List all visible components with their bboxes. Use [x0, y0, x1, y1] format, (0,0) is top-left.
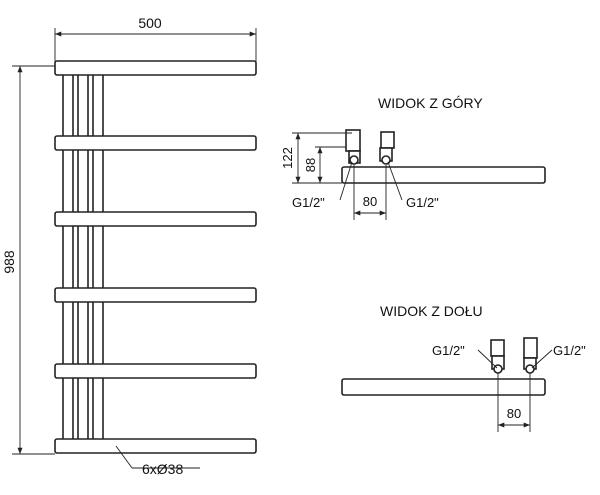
tube-callout-label: 6xØ38 [142, 461, 183, 477]
dimension-122-label: 122 [280, 147, 295, 169]
vertical-tube [92, 69, 104, 451]
vertical-tube [62, 69, 74, 451]
bottom-view-valve-left [490, 339, 505, 357]
top-view: WIDOK Z GÓRY 122 88 80 G1/2" G1/2" [280, 95, 546, 220]
vertical-tube [77, 69, 89, 451]
radiator-bar [54, 135, 257, 151]
bottom-thread-left-leader [477, 349, 498, 369]
top-view-valve-right [380, 131, 395, 149]
dimension-88-label: 88 [303, 158, 318, 172]
radiator-bar [54, 60, 257, 76]
thread-left-leader [339, 161, 353, 201]
radiator-bar [54, 211, 257, 227]
width-dimension-label: 500 [138, 15, 162, 31]
dimension-80-label: 80 [363, 194, 377, 209]
height-dimension-label: 988 [1, 250, 17, 274]
radiator-bar [54, 287, 257, 303]
top-view-bar [341, 166, 546, 184]
bottom-dimension-80-label: 80 [507, 406, 521, 421]
front-view: 500 988 6xØ38 [1, 15, 257, 477]
radiator-bar [54, 438, 257, 454]
thread-right-label: G1/2" [406, 195, 439, 210]
bottom-view-valve-right [523, 337, 538, 359]
tube-callout-leader [115, 445, 133, 469]
bottom-thread-right-label: G1/2" [553, 343, 586, 358]
bottom-view: WIDOK Z DOŁU G1/2" G1/2" 80 [341, 303, 586, 432]
thread-right-leader [387, 161, 403, 201]
radiator-bar [54, 363, 257, 379]
bottom-thread-left-label: G1/2" [432, 343, 465, 358]
bottom-view-bar [341, 378, 546, 396]
top-view-title: WIDOK Z GÓRY [378, 95, 483, 111]
bottom-view-title: WIDOK Z DOŁU [380, 303, 483, 319]
bottom-thread-right-leader [531, 349, 553, 369]
thread-left-label: G1/2" [292, 195, 325, 210]
